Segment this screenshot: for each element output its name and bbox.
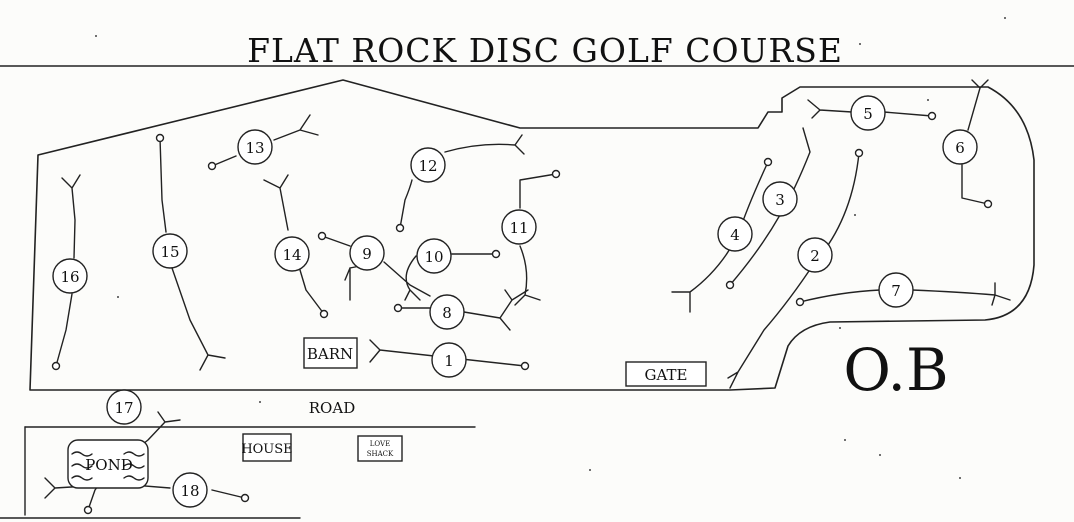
map-title: FLAT ROCK DISC GOLF COURSE	[247, 31, 843, 70]
hole-number: 4	[730, 226, 740, 244]
basket-1	[520, 361, 530, 371]
hole-marker-1: 1	[431, 342, 467, 378]
hole-marker-4: 4	[717, 216, 753, 252]
hole-marker-12: 12	[410, 147, 446, 183]
basket-16	[51, 361, 61, 371]
hole-marker-5: 5	[850, 95, 886, 131]
house-label: HOUSE	[241, 442, 292, 457]
hole-marker-11: 11	[501, 209, 537, 245]
hole-number: 12	[418, 157, 437, 175]
barn-building: BARN	[303, 337, 358, 369]
fairway-10	[404, 253, 497, 301]
basket-9	[317, 231, 327, 241]
basket-5	[927, 111, 937, 121]
hole-marker-9: 9	[349, 235, 385, 271]
hole-marker-10: 10	[416, 238, 452, 274]
hole-number: 13	[245, 139, 264, 157]
gate-marker: GATE	[625, 361, 707, 387]
hole-number: 14	[282, 246, 301, 264]
love-shack-label-line2: SHACK	[367, 450, 394, 458]
basket-4	[763, 157, 773, 167]
hole-number: 2	[810, 247, 820, 265]
fairway-14	[263, 174, 325, 315]
hole-marker-8: 8	[429, 294, 465, 330]
basket-3	[725, 280, 735, 290]
hole-marker-16: 16	[52, 258, 88, 294]
hole-number: 15	[160, 243, 179, 261]
hole-number: 16	[60, 268, 79, 286]
fairway-15	[159, 137, 226, 371]
basket-10	[491, 249, 501, 259]
hole-number: 7	[891, 282, 901, 300]
hole-number: 18	[180, 482, 199, 500]
hole-number: 17	[114, 399, 133, 417]
basket-12	[395, 223, 405, 233]
road-label: ROAD	[309, 399, 355, 417]
house-building: HOUSE	[241, 433, 293, 462]
basket-15	[155, 133, 165, 143]
hole-marker-18: 18	[172, 472, 208, 508]
hole-marker-15: 15	[152, 233, 188, 269]
fairway-16	[55, 174, 81, 367]
hole-number: 6	[955, 139, 965, 157]
fairway-12	[399, 134, 525, 229]
scan-specks	[95, 17, 1006, 479]
basket-17	[83, 505, 93, 515]
fairway-5	[807, 99, 933, 119]
gate-label: GATE	[645, 366, 688, 384]
hole-number: 11	[509, 219, 528, 237]
barn-label: BARN	[307, 345, 353, 363]
fairways	[44, 79, 1011, 515]
hole-number: 1	[444, 352, 454, 370]
pond-waves	[71, 451, 145, 481]
basket-14	[319, 309, 329, 319]
love-shack-building: LOVE SHACK	[357, 435, 403, 462]
hole-number: 3	[775, 191, 785, 209]
basket-13	[207, 161, 217, 171]
basket-18	[240, 493, 250, 503]
course-boundary	[29, 79, 1035, 391]
hole-number: 9	[362, 245, 372, 263]
hole-number: 5	[863, 105, 873, 123]
fairway-7	[799, 282, 1011, 306]
basket-11	[551, 169, 561, 179]
pond: POND	[67, 439, 149, 489]
pond-label: POND	[85, 456, 133, 474]
love-shack-label-line1: LOVE	[370, 440, 390, 448]
hole-marker-14: 14	[274, 236, 310, 272]
basket-2	[854, 148, 864, 158]
hole-marker-3: 3	[762, 181, 798, 217]
hole-marker-7: 7	[878, 272, 914, 308]
basket-6	[983, 199, 993, 209]
basket-8	[393, 303, 403, 313]
hole-marker-17: 17	[106, 389, 142, 425]
fairway-8	[397, 289, 529, 331]
hole-marker-13: 13	[237, 129, 273, 165]
hole-marker-6: 6	[942, 129, 978, 165]
hole-marker-2: 2	[797, 237, 833, 273]
ob-label: O.B	[843, 336, 948, 404]
hole-number: 10	[424, 248, 443, 266]
basket-7	[795, 297, 805, 307]
fairway-11	[514, 173, 557, 306]
fairway-13	[211, 114, 319, 167]
fairway-6	[961, 79, 989, 205]
hole-number: 8	[442, 304, 452, 322]
